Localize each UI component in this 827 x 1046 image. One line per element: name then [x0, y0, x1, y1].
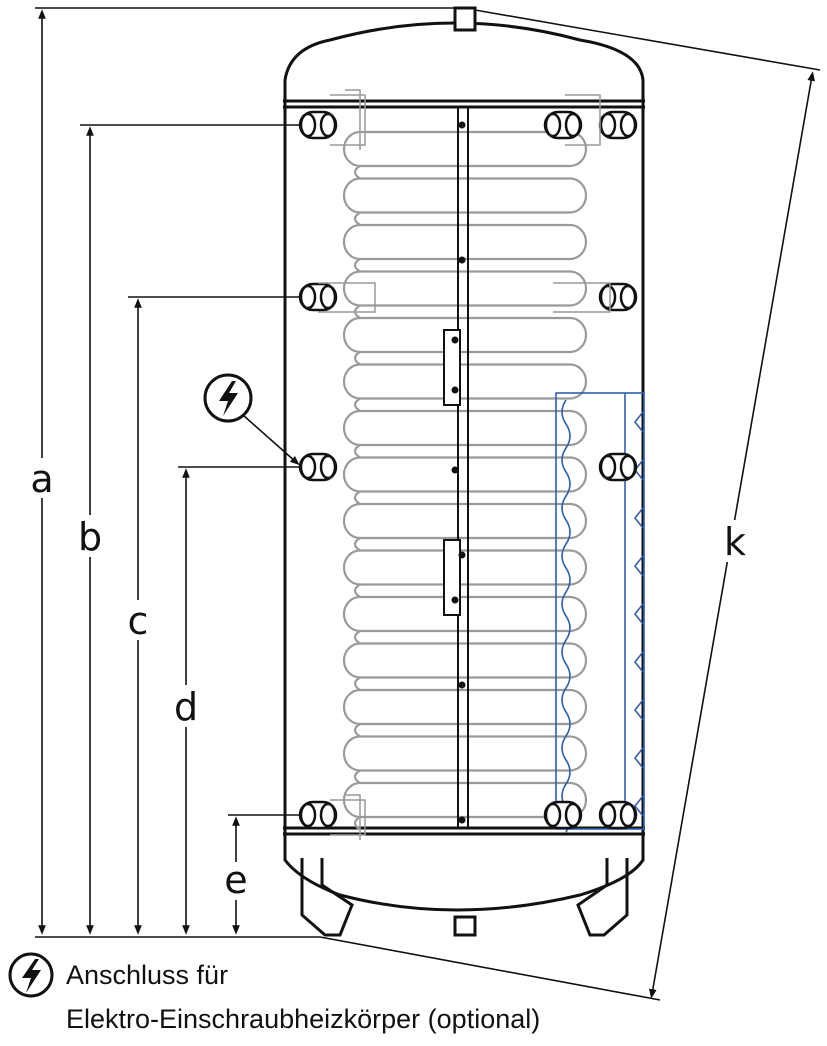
pipe-opening [619, 112, 637, 138]
dimension-label-d: d [174, 685, 198, 729]
tank-body [283, 6, 645, 937]
pipe-opening [564, 112, 582, 138]
pipe-opening [544, 802, 562, 828]
callout-arrow [243, 415, 300, 466]
pipe-brackets [318, 89, 611, 840]
dimension-label-k: k [724, 520, 746, 564]
pipe-opening [599, 112, 617, 138]
lightning-bolt-icon [203, 373, 253, 423]
pipe-opening [299, 284, 317, 310]
pipe-opening [299, 802, 317, 828]
pipe-connections [298, 110, 638, 830]
pipe-opening [299, 454, 317, 480]
dimension-label-c: c [128, 599, 149, 643]
pipe-opening [564, 802, 582, 828]
pipe-opening [599, 802, 617, 828]
legend-text-line-2: Elektro-Einschraubheizkörper (optional) [66, 1004, 541, 1034]
dimension-label-e: e [224, 858, 247, 902]
pipe-opening [599, 454, 617, 480]
pipe-opening [319, 112, 337, 138]
pipe-opening [619, 802, 637, 828]
legend-text-line-1: Anschluss für [66, 960, 229, 990]
dimension-label-a: a [30, 457, 53, 501]
pipe-opening [319, 454, 337, 480]
heat-exchanger-coil [342, 130, 588, 831]
lightning-bolt-icon [8, 952, 54, 998]
pipe-opening [619, 284, 637, 310]
pipe-opening [544, 112, 562, 138]
pipe-opening [299, 112, 317, 138]
pipe-opening [319, 284, 337, 310]
legend: Anschluss für Elektro-Einschraubheizkörp… [6, 950, 821, 1038]
sensor-rods [443, 108, 469, 828]
pipe-opening [599, 284, 617, 310]
pipe-opening [319, 802, 337, 828]
dimension-label-b: b [78, 515, 102, 559]
pipe-opening [619, 454, 637, 480]
